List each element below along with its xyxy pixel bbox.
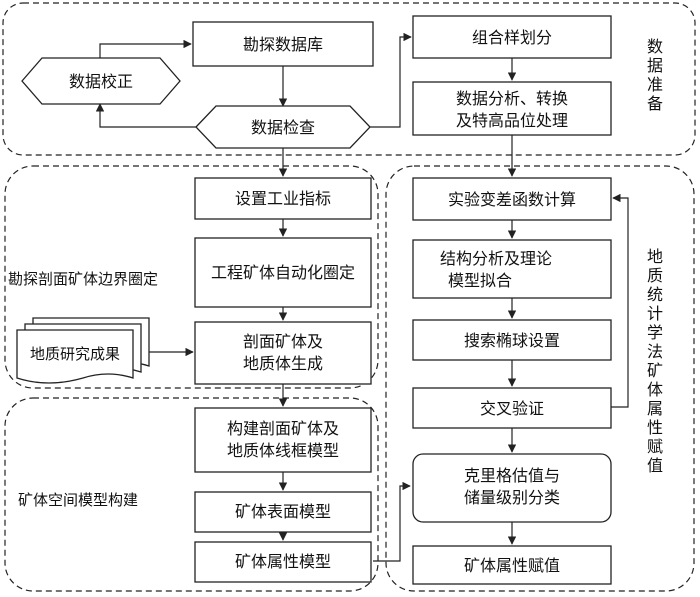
arrow-crossval-feedback xyxy=(610,193,629,408)
region-geostat xyxy=(385,165,695,592)
region-label-data-prep: 数据准备 xyxy=(647,37,663,113)
node-search-ellipsoid-label: 搜索椭球设置 xyxy=(464,331,560,350)
region-label-boundary: 勘探剖面矿体边界圈定 xyxy=(8,270,158,288)
node-data-analysis xyxy=(412,81,612,136)
node-auto-delineation xyxy=(194,237,372,308)
arrow-correction-to-db xyxy=(99,39,192,58)
arrow-check-to-grouping xyxy=(370,32,412,128)
node-surface-model-label: 矿体表面模型 xyxy=(235,502,331,521)
node-section-generation-line1: 剖面矿体及 xyxy=(243,332,323,351)
region-spatial xyxy=(4,397,379,592)
node-geo-research xyxy=(16,317,150,384)
node-cross-validation-label: 交叉验证 xyxy=(480,399,544,418)
node-auto-delineation-label: 工程矿体自动化圈定 xyxy=(211,263,355,282)
node-surface-model xyxy=(194,491,372,533)
node-industrial-index-label: 设置工业指标 xyxy=(235,189,331,208)
arrow-check-to-correction xyxy=(95,103,196,128)
node-wireframe-model-line1: 构建剖面矿体及 xyxy=(227,419,339,438)
node-attribute-assign-label: 矿体属性赋值 xyxy=(464,556,560,575)
node-sample-grouping xyxy=(412,15,612,59)
node-attribute-model-label: 矿体属性模型 xyxy=(235,552,331,571)
node-data-analysis-line1: 数据分析、转换 xyxy=(456,89,568,108)
node-structure-analysis-line2: 模型拟合 xyxy=(448,271,512,290)
node-kriging xyxy=(412,453,612,523)
node-section-generation xyxy=(194,321,372,385)
node-industrial-index xyxy=(194,177,372,220)
node-section-generation-line2: 地质体生成 xyxy=(243,354,323,373)
node-geo-research-label: 地质研究成果 xyxy=(30,345,120,363)
region-boundary xyxy=(4,165,379,389)
node-attribute-model xyxy=(194,541,372,583)
node-sample-grouping-label: 组合样划分 xyxy=(472,28,552,47)
node-search-ellipsoid xyxy=(412,319,612,361)
node-data-correction xyxy=(21,57,181,105)
node-variogram xyxy=(412,177,612,221)
node-exploration-db xyxy=(192,21,374,67)
node-kriging-line2: 储量级别分类 xyxy=(464,488,560,507)
node-kriging-line1: 克里格估值与 xyxy=(464,466,560,485)
node-data-analysis-line2: 及特高品位处理 xyxy=(456,111,568,130)
arrow-attribute-to-kriging xyxy=(373,481,411,562)
node-data-correction-label: 数据校正 xyxy=(69,72,133,91)
node-wireframe-model xyxy=(194,407,372,473)
node-wireframe-model-line2: 地质体线框模型 xyxy=(227,441,339,460)
node-cross-validation xyxy=(412,387,612,429)
region-data-prep xyxy=(2,2,696,156)
region-label-spatial: 矿体空间模型构建 xyxy=(18,491,138,509)
node-structure-analysis-line1: 结构分析及理论 xyxy=(440,249,552,268)
node-structure-analysis xyxy=(412,239,612,299)
region-label-geostat: 地质统计学法矿体属性赋值 xyxy=(647,247,663,475)
node-variogram-label: 实验变差函数计算 xyxy=(448,190,576,209)
node-data-check xyxy=(195,105,371,149)
node-exploration-db-label: 勘探数据库 xyxy=(243,35,323,54)
node-data-check-label: 数据检查 xyxy=(251,118,315,137)
node-attribute-assign xyxy=(412,545,612,585)
